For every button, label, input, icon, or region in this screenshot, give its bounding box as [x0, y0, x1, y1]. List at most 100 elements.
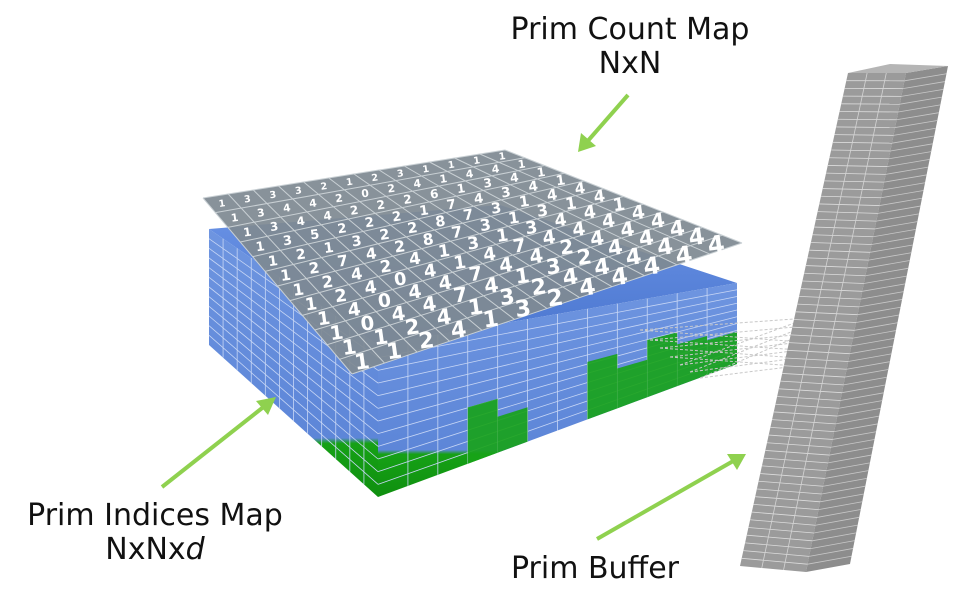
buffer-slot-line — [877, 205, 921, 214]
count-digit: 4 — [706, 230, 727, 260]
count-digit: 3 — [544, 254, 562, 280]
buffer-column-line — [761, 72, 868, 569]
buffer-slot-line — [815, 218, 877, 222]
count-digit: 4 — [308, 196, 317, 210]
connector-line — [699, 365, 797, 379]
count-digit: 4 — [528, 244, 545, 269]
buffer-slot-line — [783, 365, 847, 370]
count-digit: 4 — [527, 178, 539, 195]
count-digit: 1 — [255, 239, 266, 255]
buffer-slot-line — [817, 211, 878, 214]
buffer-slot-line — [824, 470, 869, 479]
count-digit: 2 — [337, 221, 348, 237]
count-digit: 4 — [435, 303, 453, 330]
buffer-slot-line — [785, 357, 849, 362]
count-digit: 4 — [649, 208, 666, 234]
prim-indices-map-label: Prim Indices Map NxNxd — [0, 499, 310, 567]
buffer-slot-line — [841, 384, 886, 394]
buffer-slot-line — [873, 229, 916, 238]
buffer-slot-line — [810, 242, 872, 245]
buffer-slot-line — [827, 454, 872, 464]
buffer-slot-line — [830, 439, 875, 448]
buffer-slot-line — [760, 473, 825, 479]
count-digit: 1 — [518, 193, 531, 211]
count-digit: 4 — [561, 264, 580, 291]
count-digit: 4 — [546, 185, 559, 204]
buffer-slot-line — [748, 527, 814, 534]
count-digit: 4 — [687, 223, 706, 251]
count-digit: 2 — [393, 237, 406, 256]
count-digit: 1 — [328, 321, 345, 346]
buffer-slot-line — [834, 134, 894, 136]
count-digit: 3 — [498, 284, 516, 311]
buffer-slot-line — [871, 236, 915, 245]
buffer-slot-line — [832, 431, 877, 440]
connector-line — [659, 347, 799, 359]
buffer-slot-line — [778, 388, 842, 394]
count-digit: 3 — [269, 190, 277, 202]
count-digit: 3 — [513, 295, 532, 323]
count-grid-line — [327, 227, 703, 346]
count-digit: 1 — [517, 157, 526, 171]
count-digit: 4 — [642, 251, 662, 281]
buffer-slot-line — [860, 291, 904, 300]
buffer-slot-line — [788, 342, 852, 347]
count-digit: 2 — [349, 203, 359, 218]
buffer-slot-line — [884, 174, 927, 183]
count-digit: 2 — [530, 274, 549, 301]
buffer-slot-line — [792, 326, 855, 331]
count-digit: 3 — [256, 206, 265, 220]
buffer-slot-line — [805, 265, 867, 269]
buffer-slot-line — [901, 88, 944, 97]
count-digit: 1 — [481, 306, 500, 334]
buffer-slot-line — [894, 120, 938, 128]
buffer-slot-line — [834, 423, 878, 433]
count-digit: 4 — [483, 272, 500, 298]
count-digit: 1 — [495, 225, 510, 246]
connector-line — [679, 349, 801, 366]
buffer-slot-line — [782, 373, 846, 378]
count-digit: 2 — [334, 286, 349, 307]
count-digit: 1 — [353, 349, 371, 376]
buffer-slot-line — [797, 303, 860, 308]
count-digit: 3 — [535, 200, 549, 220]
green-cell — [497, 407, 528, 453]
buffer-slot-line — [887, 158, 930, 167]
buffer-slot-line — [866, 260, 910, 269]
green-cell — [467, 398, 498, 464]
buffer-slot-line — [763, 457, 828, 464]
prim-indices-map-title: Prim Indices Map — [27, 498, 283, 533]
buffer-slot-line — [898, 104, 941, 113]
count-digit: 4 — [606, 234, 624, 261]
count-digit: 2 — [321, 272, 335, 292]
count-digit: 7 — [450, 222, 463, 242]
count-digit: 1 — [514, 263, 532, 289]
connector-line — [699, 333, 805, 379]
buffer-slot-line — [826, 172, 886, 175]
count-digit: 3 — [524, 218, 539, 239]
buffer-slot-line — [815, 516, 860, 526]
prim-count-map-title: Prim Count Map — [510, 12, 750, 47]
count-digit: 7 — [336, 251, 349, 270]
prim-buffer-label: Prim Buffer — [480, 552, 710, 586]
count-grid-line — [479, 153, 710, 255]
count-digit: 1 — [422, 164, 430, 176]
connector-line — [689, 357, 799, 373]
buffer-slot-line — [761, 465, 827, 472]
buffer-slot-line — [836, 126, 896, 128]
buffer-slot-line — [882, 182, 926, 191]
count-digit: 1 — [473, 155, 481, 167]
buffer-slot-line — [868, 252, 912, 261]
buffer-slot-line — [772, 419, 836, 425]
count-digit: 4 — [553, 210, 568, 231]
count-digit: 1 — [437, 240, 451, 261]
buffer-slot-line — [755, 496, 821, 503]
count-digit: 1 — [555, 172, 567, 189]
buffer-slot-line — [743, 550, 810, 557]
count-digit: 4 — [592, 186, 606, 206]
count-digit: 3 — [490, 199, 503, 217]
buffer-slot-line — [899, 96, 942, 105]
count-digit: 2 — [334, 191, 343, 205]
buffer-slot-line — [829, 157, 889, 160]
